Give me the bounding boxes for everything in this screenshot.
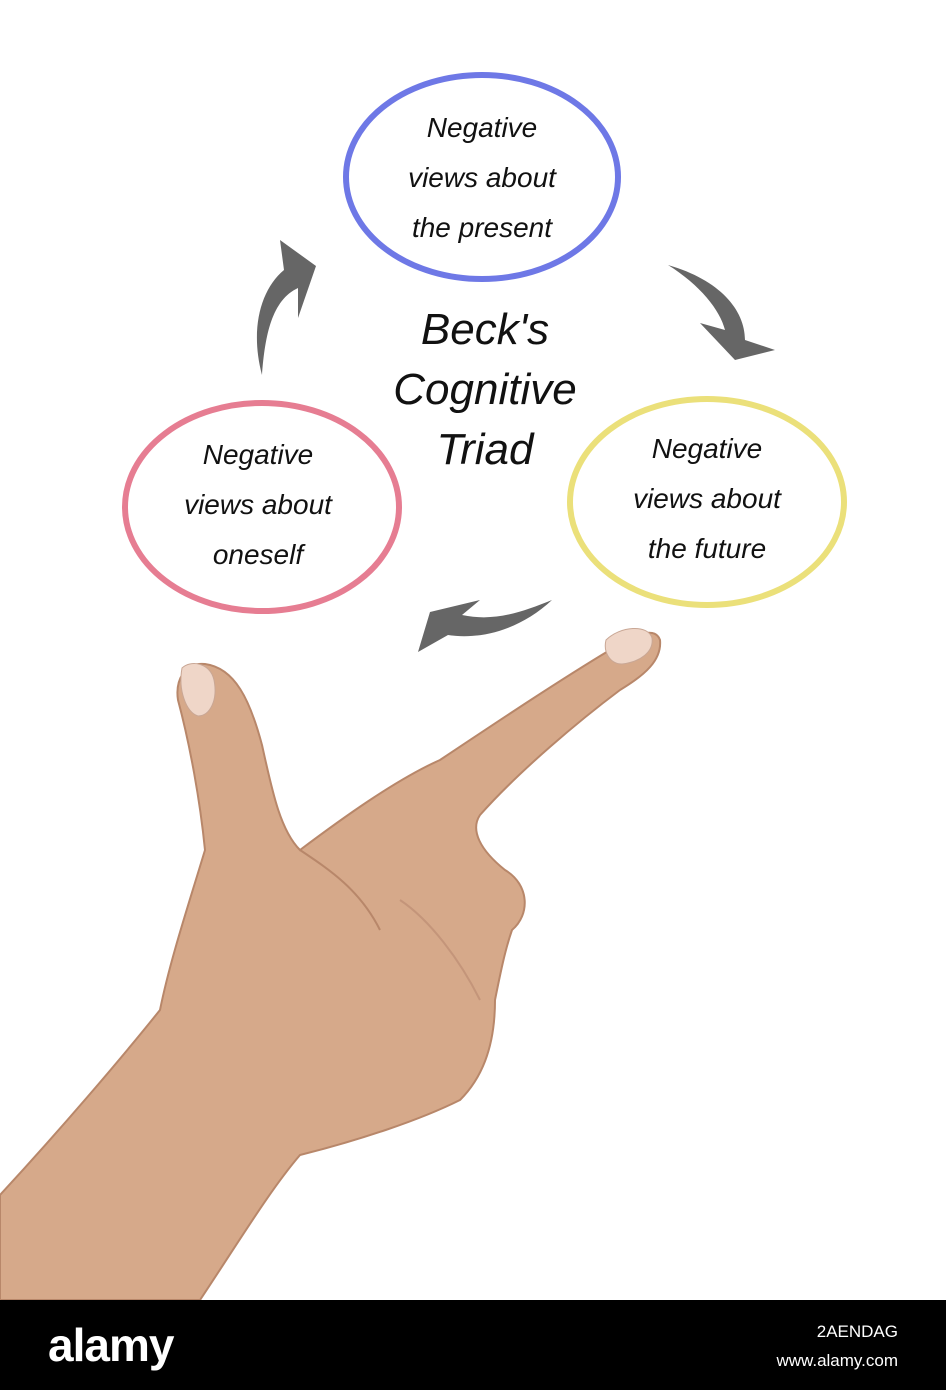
pointing-hand-image [0,628,662,1300]
future-circle [567,396,847,608]
node-future-label: Negative views about the future [587,424,827,574]
diagram-title: Beck's Cognitive Triad [330,300,640,480]
title-line: Triad [436,425,534,474]
arrow-oneself-to-present [256,240,316,375]
node-line: Negative [426,112,538,143]
node-line: views about [184,489,332,520]
oneself-circle [122,400,402,614]
arrow-future-to-oneself [418,600,552,652]
node-present-label: Negative views about the present [362,103,602,253]
image-id-label: 2AENDAG [816,1322,898,1341]
site-url-label: www.alamy.com [776,1351,898,1370]
present-circle [343,72,621,282]
node-oneself-label: Negative views about oneself [138,430,378,580]
diagram-canvas: Beck's Cognitive Triad Negative views ab… [0,72,847,1300]
title-line: Beck's [420,305,550,354]
diagram-graphics [0,72,847,1300]
watermark-footer: alamy 2AENDAG www.alamy.com [0,1300,946,1390]
node-line: Negative [651,433,763,464]
node-line: oneself [212,539,304,570]
node-line: views about [408,162,556,193]
brand-logo: alamy [48,1319,174,1371]
title-line: Cognitive [393,365,577,414]
node-line: views about [633,483,781,514]
node-line: the future [647,533,767,564]
node-line: the present [411,212,553,243]
arrow-present-to-future [668,265,775,360]
node-line: Negative [202,439,314,470]
